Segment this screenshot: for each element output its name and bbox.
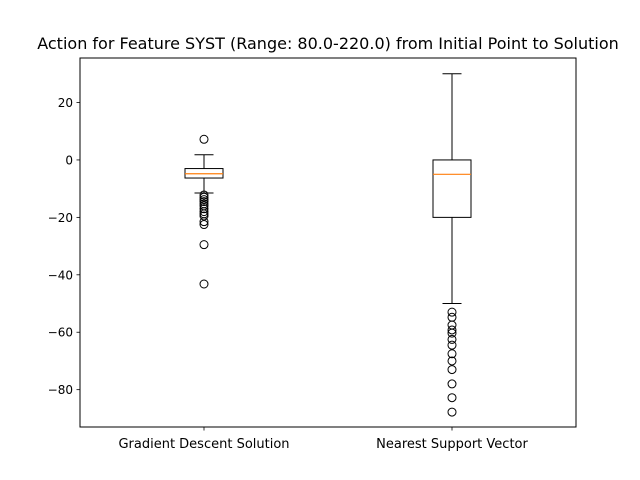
outlier-point [199,240,209,250]
outlier-point [447,334,457,344]
outlier-point [199,207,209,217]
outlier-point [199,217,209,227]
outlier-point [447,407,457,417]
x-tick-label: Gradient Descent Solution [118,437,289,452]
outlier-point [447,393,457,403]
x-tick-label: Nearest Support Vector [376,437,528,452]
axes-frame [79,57,577,428]
outlier-point [447,379,457,389]
outlier-point [447,307,457,317]
y-axis: −80 −60 −40 −20 0 20 [48,96,80,397]
x-axis: Gradient Descent Solution Nearest Support… [118,427,529,452]
box-group [432,73,472,417]
outlier-point [447,340,457,350]
y-tick-label: −60 [48,326,73,340]
plot-area [184,73,472,417]
outlier-point [447,356,457,366]
outlier-point [199,134,209,144]
outlier-point [447,349,457,359]
outlier-point [447,328,457,338]
outlier-point [199,192,209,202]
outlier-point [199,279,209,289]
iqr-box [432,159,472,218]
y-tick-label: −20 [48,211,73,225]
chart-title: Action for Feature SYST (Range: 80.0-220… [37,34,619,53]
outlier-point [199,197,209,207]
outlier-point [199,211,209,221]
box-group [184,134,224,289]
outlier-point [447,325,457,335]
outlier-point [447,365,457,375]
outlier-point [199,220,209,230]
y-tick-label: −40 [48,268,73,282]
y-tick-label: −80 [48,383,73,397]
outlier-point [199,190,209,200]
y-tick-label: 20 [58,96,73,110]
y-tick-label: 0 [65,153,73,167]
outlier-point [199,204,209,214]
